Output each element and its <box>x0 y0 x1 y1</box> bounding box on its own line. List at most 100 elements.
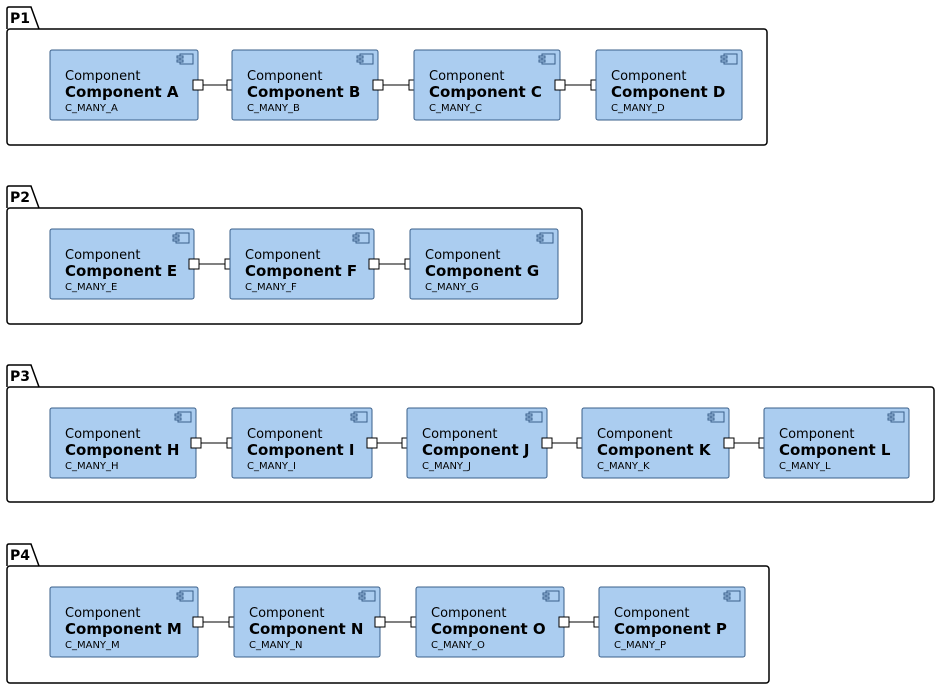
component-stereotype: Component <box>431 606 506 621</box>
package-tab <box>6 543 40 567</box>
package-label: P2 <box>10 190 30 206</box>
component-box[interactable] <box>763 407 910 479</box>
component-box[interactable] <box>598 586 746 658</box>
component-stereotype: Component <box>247 69 322 84</box>
component-id: C_MANY_D <box>611 103 665 114</box>
component-name: Component H <box>65 441 179 459</box>
component-id: C_MANY_E <box>65 282 117 293</box>
component-name: Component G <box>425 262 539 280</box>
port-out[interactable] <box>188 258 200 270</box>
component-name: Component B <box>247 83 360 101</box>
component-id: C_MANY_A <box>65 103 118 114</box>
component-id: C_MANY_N <box>249 640 303 651</box>
component-stereotype: Component <box>65 248 140 263</box>
package-label: P4 <box>10 548 30 564</box>
package-label: P3 <box>10 369 30 385</box>
component-icon <box>525 411 543 423</box>
component-name: Component L <box>779 441 891 459</box>
component-id: C_MANY_M <box>65 640 120 651</box>
component-name: Component A <box>65 83 179 101</box>
component-icon <box>356 53 374 65</box>
component-icon <box>176 590 194 602</box>
component-stereotype: Component <box>249 606 324 621</box>
component-icon <box>358 590 376 602</box>
component-id: C_MANY_K <box>597 461 650 472</box>
component-icon <box>723 590 741 602</box>
component-name: Component O <box>431 620 546 638</box>
package-tab <box>6 185 40 209</box>
component-icon <box>352 232 370 244</box>
component-name: Component F <box>245 262 357 280</box>
component-stereotype: Component <box>611 69 686 84</box>
component-id: C_MANY_B <box>247 103 300 114</box>
component-icon <box>538 53 556 65</box>
component-id: C_MANY_J <box>422 461 471 472</box>
component-icon <box>172 232 190 244</box>
port-out[interactable] <box>541 437 553 449</box>
component-name: Component K <box>597 441 712 459</box>
port-out[interactable] <box>368 258 380 270</box>
component-stereotype: Component <box>247 427 322 442</box>
component-stereotype: Component <box>614 606 689 621</box>
port-out[interactable] <box>558 616 570 628</box>
component-stereotype: Component <box>429 69 504 84</box>
component-id: C_MANY_F <box>245 282 297 293</box>
package-tab <box>6 364 40 388</box>
port-out[interactable] <box>190 437 202 449</box>
component-id: C_MANY_L <box>779 461 831 472</box>
component-stereotype: Component <box>597 427 672 442</box>
port-out[interactable] <box>723 437 735 449</box>
component-stereotype: Component <box>779 427 854 442</box>
component-stereotype: Component <box>65 427 140 442</box>
port-out[interactable] <box>192 79 204 91</box>
component-icon <box>542 590 560 602</box>
component-name: Component I <box>247 441 355 459</box>
component-icon <box>720 53 738 65</box>
port-out[interactable] <box>372 79 384 91</box>
component-id: C_MANY_I <box>247 461 296 472</box>
component-name: Component M <box>65 620 182 638</box>
component-id: C_MANY_G <box>425 282 479 293</box>
component-id: C_MANY_H <box>65 461 119 472</box>
port-out[interactable] <box>374 616 386 628</box>
port-out[interactable] <box>554 79 566 91</box>
component-name: Component J <box>422 441 530 459</box>
component-id: C_MANY_P <box>614 640 666 651</box>
component-stereotype: Component <box>245 248 320 263</box>
port-out[interactable] <box>366 437 378 449</box>
component-icon <box>174 411 192 423</box>
component-icon <box>536 232 554 244</box>
component-stereotype: Component <box>422 427 497 442</box>
component-icon <box>887 411 905 423</box>
component-name: Component N <box>249 620 363 638</box>
component-name: Component D <box>611 83 725 101</box>
component-box[interactable] <box>595 49 743 121</box>
component-stereotype: Component <box>65 606 140 621</box>
component-stereotype: Component <box>65 69 140 84</box>
component-box[interactable] <box>409 228 559 300</box>
component-name: Component P <box>614 620 727 638</box>
port-out[interactable] <box>192 616 204 628</box>
package-label: P1 <box>10 11 30 27</box>
component-name: Component E <box>65 262 177 280</box>
